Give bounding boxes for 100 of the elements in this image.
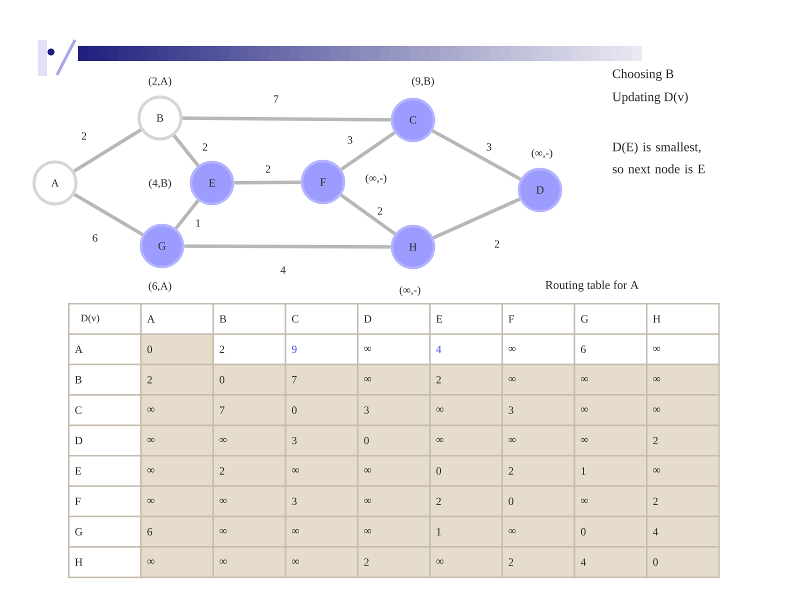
graph-node: F	[300, 160, 346, 204]
distance-label: (2,A)	[148, 77, 172, 87]
table-cell: ∞	[140, 424, 214, 456]
table-cell: 2	[140, 364, 214, 396]
table-cell: ∞	[212, 485, 286, 518]
table-cell: 7	[284, 364, 359, 396]
table-cell: ∞	[429, 394, 503, 426]
header-cell: B	[68, 364, 142, 396]
table-cell: 7	[212, 394, 286, 426]
table-cell: 6	[140, 516, 214, 548]
distance-label: (∞,-)	[532, 149, 552, 159]
table-cell: 2	[357, 546, 431, 578]
table-cell: 3	[502, 394, 576, 426]
table-cell: ∞	[284, 454, 359, 487]
table-cell: ∞	[574, 485, 648, 518]
graph-node: G	[140, 224, 184, 268]
header-cell: F	[502, 303, 576, 335]
table-cell: ∞	[646, 333, 720, 366]
table-cell: 0	[574, 516, 648, 548]
table-cell: 2	[646, 485, 720, 518]
distance-label: (6,A)	[148, 282, 172, 292]
table-cell: ∞	[502, 424, 576, 456]
table-cell: ∞	[140, 485, 214, 518]
header-cell: D	[357, 303, 431, 335]
header-cell: B	[212, 303, 286, 335]
table-cell: ∞	[429, 546, 503, 578]
graph-node: H	[390, 224, 436, 270]
table-cell: ∞	[646, 454, 720, 487]
table-cell: ∞	[140, 454, 214, 487]
table-cell: 2	[429, 364, 503, 396]
table-cell: ∞	[357, 364, 431, 396]
distance-label: (9,B)	[412, 77, 434, 87]
note-text: Choosing B	[612, 69, 674, 81]
table-cell: 3	[284, 424, 359, 456]
table-cell: ∞	[357, 485, 431, 518]
table-cell: ∞	[140, 546, 214, 578]
edge-label: 1	[194, 218, 202, 228]
table-cell: ∞	[357, 454, 431, 487]
table-cell: ∞	[502, 364, 576, 396]
table-cell: 0	[429, 454, 503, 487]
header-cell: C	[284, 303, 359, 335]
graph-node: B	[138, 96, 182, 140]
header-cell: E	[68, 454, 142, 487]
edge-label: 3	[485, 142, 493, 152]
table-cell: 4	[646, 516, 720, 548]
graph-node: D	[518, 168, 562, 212]
table-cell: ∞	[574, 424, 648, 456]
table-cell: 0	[646, 546, 720, 578]
table-title: Routing table for A	[546, 280, 639, 292]
table-cell: ∞	[212, 546, 286, 578]
table-cell: ∞	[646, 394, 720, 426]
table-cell: ∞	[429, 424, 503, 456]
table-cell: ∞	[357, 516, 431, 548]
distance-label: (4,B)	[149, 179, 171, 189]
header-cell: C	[68, 394, 142, 426]
table-cell: ∞	[574, 394, 648, 426]
table-cell: 0	[357, 424, 431, 456]
table-cell: ∞	[357, 333, 431, 366]
table-cell: ∞	[502, 333, 576, 366]
edge-label: 6	[91, 233, 99, 243]
table-cell: 0	[284, 394, 359, 426]
table-cell: ∞	[502, 516, 576, 548]
edge-label: 2	[493, 239, 501, 249]
table-cell: 0	[212, 364, 286, 396]
table-cell: 2	[646, 424, 720, 456]
table-cell: ∞	[284, 546, 359, 578]
table-cell: 2	[502, 546, 576, 578]
header-cell: H	[68, 546, 142, 578]
edge-label: 2	[201, 142, 209, 152]
table-cell: ∞	[284, 516, 359, 548]
table-cell: ∞	[574, 364, 648, 396]
table-cell: 2	[502, 454, 576, 487]
header-cell: G	[68, 516, 142, 548]
edge-label: 2	[264, 164, 272, 174]
header-cell: F	[68, 485, 142, 518]
graph-node: C	[390, 98, 436, 142]
header-cell: D	[68, 424, 142, 456]
edge-label: 3	[346, 135, 354, 145]
table-cell: 1	[429, 516, 503, 548]
distance-label: (∞,-)	[366, 174, 386, 184]
table-cell: 2	[429, 485, 503, 518]
edge-label: 7	[272, 94, 280, 104]
table-cell: 3	[284, 485, 359, 518]
note-text: D(E) is smallest, so next node is E	[612, 142, 705, 174]
table-cell: 4	[574, 546, 648, 578]
header-cell: D(v)	[68, 303, 142, 335]
table-cell: 6	[574, 333, 648, 366]
graph-node: E	[190, 160, 234, 206]
edge-label: 4	[279, 265, 287, 275]
table-cell: 1	[574, 454, 648, 487]
note-text: Updating D(v)	[612, 92, 688, 104]
edge-label: 2	[376, 206, 384, 216]
table-cell: ∞	[140, 394, 214, 426]
header-cell: H	[646, 303, 720, 335]
header-cell: A	[140, 303, 214, 335]
table-cell: 4	[429, 333, 503, 366]
distance-label: (∞,-)	[400, 286, 420, 296]
table-cell: ∞	[646, 364, 720, 396]
graph-node: A	[32, 160, 78, 206]
table-cell: 2	[212, 333, 286, 366]
